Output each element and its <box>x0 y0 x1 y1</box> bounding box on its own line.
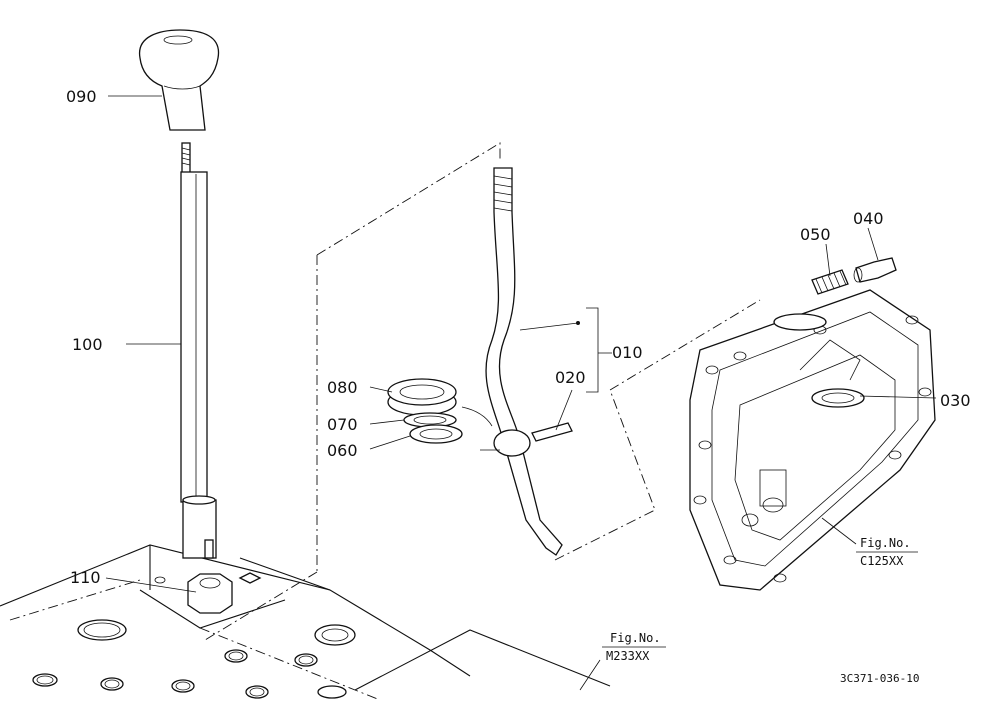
label-040: 040 <box>853 209 884 228</box>
label-010: 010 <box>612 343 643 362</box>
fig-ref-c125-line1: Fig.No. <box>860 536 911 550</box>
pin <box>531 422 573 442</box>
fig-ref-m233-line2: M233XX <box>606 649 650 663</box>
spring <box>811 269 849 295</box>
ring-seals <box>32 619 356 699</box>
label-100: 100 <box>72 335 103 354</box>
figure-ref-m233: Fig.No. M233XX <box>602 631 666 663</box>
fig-ref-m233-line1: Fig.No. <box>610 631 661 645</box>
part-labels: 090 100 110 080 070 060 010 020 050 040 … <box>66 87 971 587</box>
label-080: 080 <box>327 378 358 397</box>
bushing <box>387 378 457 416</box>
shift-knob <box>139 29 220 131</box>
figure-ref-c125: Fig.No. C125XX <box>856 536 918 568</box>
housing-cover <box>689 289 936 591</box>
leader-lines <box>105 95 937 691</box>
shift-lever <box>480 167 563 556</box>
label-090: 090 <box>66 87 97 106</box>
label-110: 110 <box>70 568 101 587</box>
assembly-arrow <box>461 406 493 427</box>
base-plate <box>0 544 611 701</box>
seal <box>409 424 463 444</box>
assembly-frame-right <box>554 299 761 561</box>
shift-rod <box>180 142 217 559</box>
fig-ref-c125-line2: C125XX <box>860 554 904 568</box>
assembly-frame <box>204 142 501 641</box>
label-020: 020 <box>555 368 586 387</box>
label-070: 070 <box>327 415 358 434</box>
drawing-number: 3C371-036-10 <box>840 672 919 685</box>
label-050: 050 <box>800 225 831 244</box>
label-060: 060 <box>327 441 358 460</box>
plug <box>853 257 897 283</box>
nut <box>187 573 233 614</box>
label-030: 030 <box>940 391 971 410</box>
